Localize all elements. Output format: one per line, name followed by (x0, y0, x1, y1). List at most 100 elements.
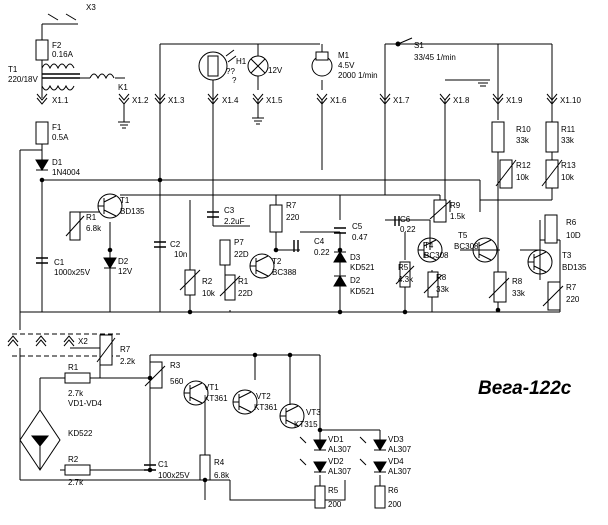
capacitor-c6-symbol (394, 216, 400, 226)
label-r11-value: 33k (561, 136, 575, 145)
resistor-r1c-symbol (64, 372, 91, 384)
label-t5-name: T5 (458, 231, 468, 240)
label-t3a-value: BD135 (562, 263, 587, 272)
label-r7b-value: 220 (566, 295, 580, 304)
label-r13-name: R13 (561, 161, 576, 170)
label-c3-value: 2.2uF (224, 217, 245, 226)
resistor-p7-symbol (219, 239, 231, 266)
label-k1: K1 (118, 83, 128, 92)
diode-d2b-symbol (333, 275, 347, 287)
label-vd3-value: AL307 (388, 445, 412, 454)
resistor-r7b-symbol (547, 281, 561, 311)
led-vd2-symbol (313, 461, 327, 473)
resistor-r12-symbol (499, 159, 513, 189)
label-r10-value: 33k (516, 136, 530, 145)
label-r7a-value: 220 (286, 213, 300, 222)
diodes (19, 159, 387, 473)
label-r1-value: 6.8k (86, 224, 102, 233)
label-t1-value: 220/18V (8, 75, 38, 84)
label-f2-name: F2 (52, 41, 62, 50)
label-vd1-value: AL307 (328, 445, 352, 454)
label-r7c-name: R7 (120, 345, 131, 354)
label-r1b-value: 22D (238, 289, 253, 298)
label-t1-name: T1 (8, 65, 18, 74)
label-vd14-value: KD522 (68, 429, 93, 438)
label-s1-name: S1 (414, 41, 424, 50)
label-x11: X1.1 (52, 96, 69, 105)
label-t2-name: T2 (272, 257, 282, 266)
label-x18: X1.8 (453, 96, 470, 105)
label-c4-name: C4 (314, 237, 325, 246)
resistor-r6a-symbol (544, 214, 558, 244)
resistor-r2-symbol (184, 269, 196, 296)
label-x3: X3 (86, 3, 96, 12)
label-r5-name: R5 (398, 263, 409, 272)
label-h1-name: H1 (236, 57, 247, 66)
diode-d3-symbol (333, 251, 347, 263)
label-r13-value: 10k (561, 173, 575, 182)
label-x110: X1.10 (560, 96, 581, 105)
label-r4-name: R4 (214, 458, 225, 467)
label-d2a-value: 12V (118, 267, 133, 276)
label-photo-value: ? (232, 76, 237, 85)
label-t3a-name: T3 (562, 251, 572, 260)
label-r8b-name: R8 (512, 277, 523, 286)
label-x13: X1.3 (168, 96, 185, 105)
label-c2-value: 10n (174, 250, 187, 259)
label-c6-name: C6 (400, 215, 411, 224)
led-vd4-symbol (373, 461, 387, 473)
label-vt3-value: KT315 (294, 420, 318, 429)
label-vd3-name: VD3 (388, 435, 404, 444)
label-r12-value: 10k (516, 173, 530, 182)
bridge-vd1-vd4 (19, 409, 61, 471)
resistor-r4-symbol (199, 454, 211, 481)
resistor-r7-symbol (269, 204, 283, 233)
label-f1-name: F1 (52, 123, 62, 132)
label-x2: X2 (78, 337, 88, 346)
label-r3-value: 560 (170, 377, 184, 386)
label-t5-value: BC308 (454, 242, 479, 251)
label-r1c-value: 2.7k (68, 389, 84, 398)
label-r8a-value: 33k (436, 285, 450, 294)
fuse-f1-symbol (35, 121, 49, 145)
capacitor-c5-symbol (334, 227, 346, 234)
label-p7-value: 22D (234, 250, 249, 259)
diagram-title: Вега-122с (478, 378, 572, 399)
capacitor-c4-symbol (293, 240, 299, 252)
label-m1-speed: 2000 1/min (338, 71, 378, 80)
label-r2c-name: R2 (68, 455, 79, 464)
label-r6b-value: 200 (388, 500, 402, 509)
label-x19: X1.9 (506, 96, 523, 105)
label-f2-value: 0.16A (52, 50, 74, 59)
label-r1b-name: R1 (238, 277, 249, 286)
label-r3-name: R3 (170, 361, 181, 370)
label-r9-name: R9 (450, 201, 461, 210)
capacitor-c2-symbol (154, 241, 166, 248)
label-c1b-value: 100x25V (158, 471, 190, 480)
label-r5b-value: 200 (328, 500, 342, 509)
label-photo-name: ?? (226, 67, 235, 76)
label-t1tr-value: BD135 (120, 207, 145, 216)
label-vt1-value: KT361 (204, 394, 228, 403)
label-r6a-name: R6 (566, 218, 577, 227)
label-r11-name: R11 (561, 125, 576, 134)
capacitors (36, 211, 400, 471)
connector-arrows (7, 79, 558, 347)
label-vd2-name: VD2 (328, 457, 344, 466)
label-r2-value: 10k (202, 289, 216, 298)
resistor-r1b-symbol (224, 274, 236, 301)
resistor-r9-symbol (433, 199, 447, 223)
capacitor-c3-symbol (207, 211, 219, 218)
resistor-r2c-symbol (64, 464, 91, 476)
led-vd3-symbol (373, 439, 387, 451)
diode-d1-symbol (35, 159, 49, 171)
capacitor-c1-symbol (36, 257, 48, 264)
label-t1tr-name: T1 (120, 196, 130, 205)
wiring (12, 13, 561, 501)
label-c1b-name: C1 (158, 460, 169, 469)
junctions (39, 177, 501, 483)
label-vd4-value: AL307 (388, 467, 412, 476)
led-vd1-symbol (313, 439, 327, 451)
label-d2b-name: D2 (350, 276, 361, 285)
